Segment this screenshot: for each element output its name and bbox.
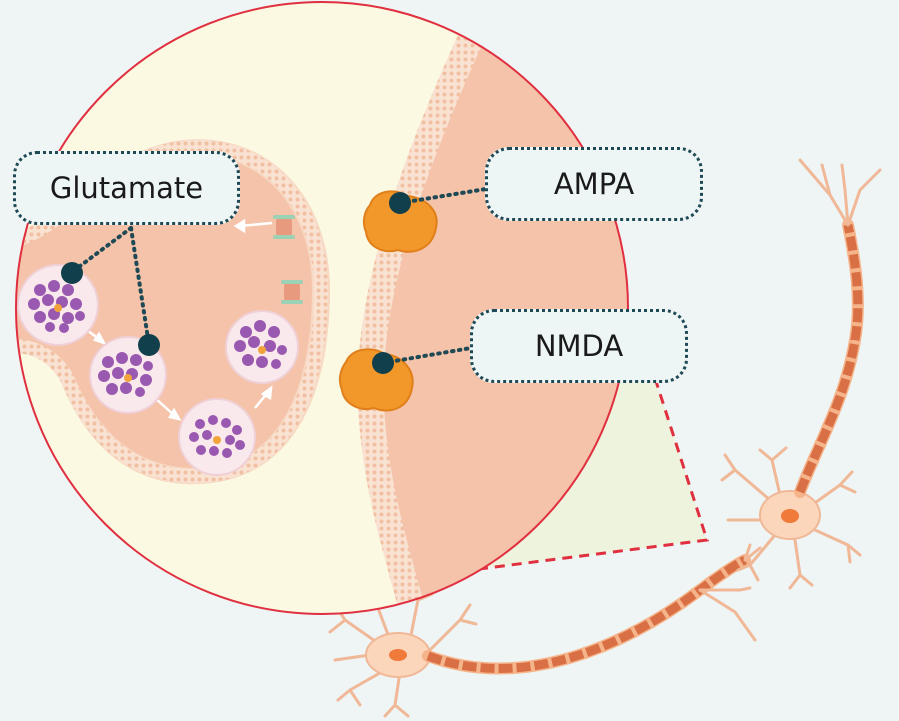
nmda-pin bbox=[372, 352, 394, 374]
neuron-right bbox=[720, 446, 862, 590]
vesicle-2 bbox=[89, 336, 167, 414]
axon-right-branches bbox=[798, 158, 882, 227]
nmda-label-text: NMDA bbox=[534, 329, 624, 363]
axon-left bbox=[422, 554, 751, 675]
neuron-right-nucleus bbox=[781, 509, 799, 523]
transporter-lower bbox=[281, 280, 303, 304]
pointer-lines bbox=[70, 187, 488, 365]
ampa-label: AMPA bbox=[485, 147, 703, 221]
glutamate-pin-2 bbox=[138, 334, 160, 356]
axon-right bbox=[794, 219, 864, 498]
axon-left-terminals bbox=[698, 543, 762, 642]
neuron-left-nucleus bbox=[389, 649, 407, 661]
nmda-label: NMDA bbox=[470, 309, 688, 383]
vesicle-4 bbox=[225, 310, 299, 384]
vesicle-cycle-arrows bbox=[81, 218, 273, 421]
glutamate-label: Glutamate bbox=[13, 151, 240, 225]
glutamate-pin-1 bbox=[61, 262, 83, 284]
presynaptic-terminal bbox=[16, 155, 312, 469]
zoom-dashed-line bbox=[407, 377, 709, 580]
glutamate-label-text: Glutamate bbox=[49, 171, 204, 205]
ampa-label-text: AMPA bbox=[553, 167, 635, 201]
vesicle-3 bbox=[178, 398, 256, 476]
vesicle-1 bbox=[17, 264, 99, 346]
ampa-pin bbox=[389, 192, 411, 214]
magnified-circle-border bbox=[15, 1, 629, 615]
transporter-upper bbox=[273, 215, 295, 239]
